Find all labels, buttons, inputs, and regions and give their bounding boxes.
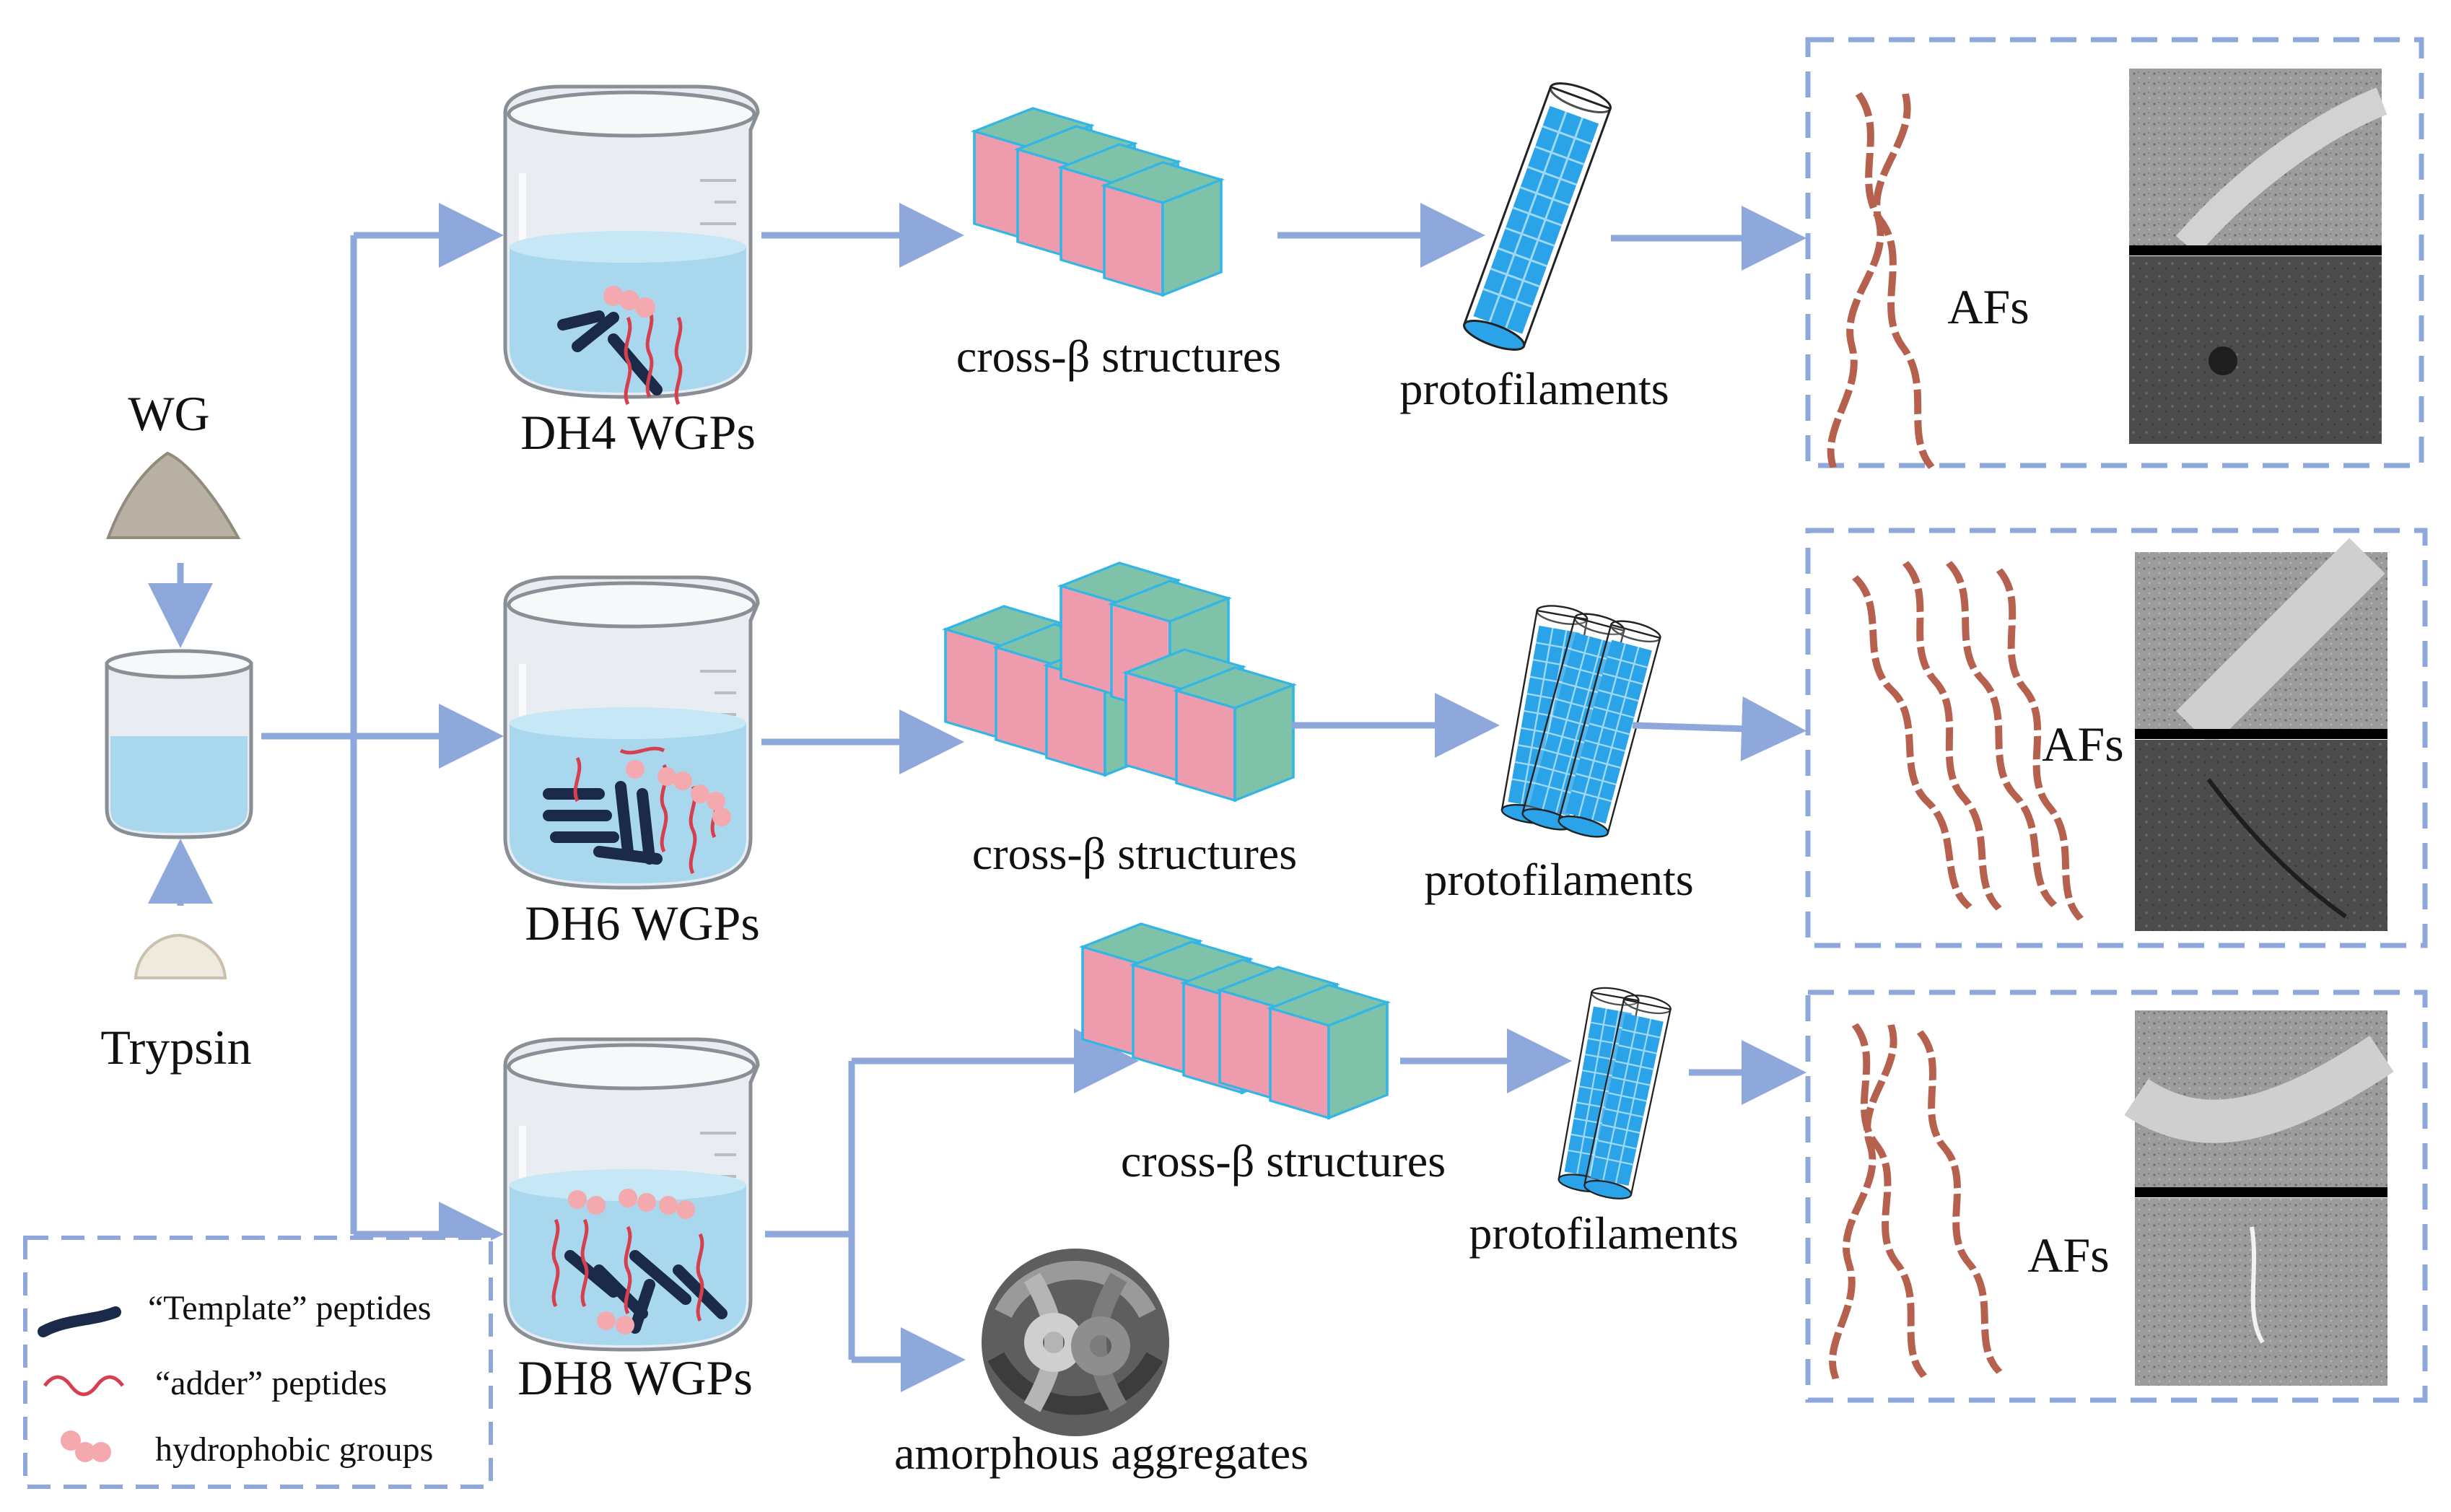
af-label-1: AFs — [1947, 279, 2029, 334]
cross-beta-stack-1 — [973, 107, 1223, 297]
sem-micrograph-2 — [2135, 538, 2387, 747]
legend-adder: “adder” peptides — [155, 1364, 387, 1402]
cross-beta-stack-2 — [944, 561, 1295, 802]
protofilament-1 — [1459, 76, 1615, 357]
trypsin-powder-icon — [134, 933, 227, 979]
arrows-to-cross-beta — [761, 203, 1139, 1392]
hydrophobic-group-icon — [61, 1430, 111, 1462]
protofilament-3 — [1556, 984, 1673, 1203]
amorphous-label: amorphous aggregates — [894, 1428, 1308, 1479]
sem-micrograph-3 — [2124, 1010, 2394, 1197]
enzyme-beaker-icon — [105, 649, 253, 839]
af-label-3: AFs — [2027, 1228, 2109, 1282]
legend-template: “Template” peptides — [148, 1289, 431, 1327]
adder-peptide-icon — [43, 1375, 124, 1397]
arrows-to-afs — [1611, 206, 1806, 1105]
protofilament-label-3: protofilaments — [1469, 1207, 1738, 1259]
af-panel-1 — [1805, 37, 2424, 468]
legend-box — [23, 1236, 493, 1489]
cross-beta-stack-3 — [1081, 922, 1389, 1119]
dh8-label: DH8 WGPs — [517, 1350, 753, 1405]
af-panel-2 — [1805, 528, 2428, 948]
dh8-beaker — [505, 1039, 758, 1350]
dh4-beaker — [505, 87, 758, 406]
cross-beta-label-3: cross-β structures — [1121, 1135, 1446, 1187]
sem-micrograph-1 — [2129, 69, 2387, 255]
af-label-2: AFs — [2042, 717, 2123, 772]
fibril-illustration-1 — [1820, 92, 1931, 469]
protofilament-label-1: protofilaments — [1399, 363, 1669, 414]
branch-connector — [261, 203, 504, 1267]
protofilament-label-2: protofilaments — [1424, 854, 1693, 905]
cross-beta-label-2: cross-β structures — [972, 828, 1297, 879]
dh6-beaker — [505, 577, 758, 888]
arrows-to-protofilaments — [1277, 203, 1572, 1093]
trypsin-label: Trypsin — [100, 1020, 251, 1075]
fibril-illustration-3 — [1822, 1023, 1999, 1378]
af-panel-3 — [1805, 989, 2428, 1403]
tem-micrograph-1 — [2129, 256, 2382, 444]
cross-beta-label-1: cross-β structures — [956, 331, 1281, 382]
wg-label: WG — [128, 386, 209, 441]
template-peptide-icon — [38, 1306, 121, 1337]
dh4-label: DH4 WGPs — [520, 405, 756, 460]
amorphous-aggregate-icon — [982, 1249, 1169, 1436]
dh6-label: DH6 WGPs — [525, 896, 760, 951]
protofilament-2 — [1499, 601, 1664, 842]
legend-hydrophobic: hydrophobic groups — [155, 1430, 433, 1469]
tem-micrograph-2 — [2135, 740, 2387, 931]
tem-micrograph-3 — [2135, 1198, 2387, 1386]
wg-powder-pile-icon — [106, 451, 241, 539]
